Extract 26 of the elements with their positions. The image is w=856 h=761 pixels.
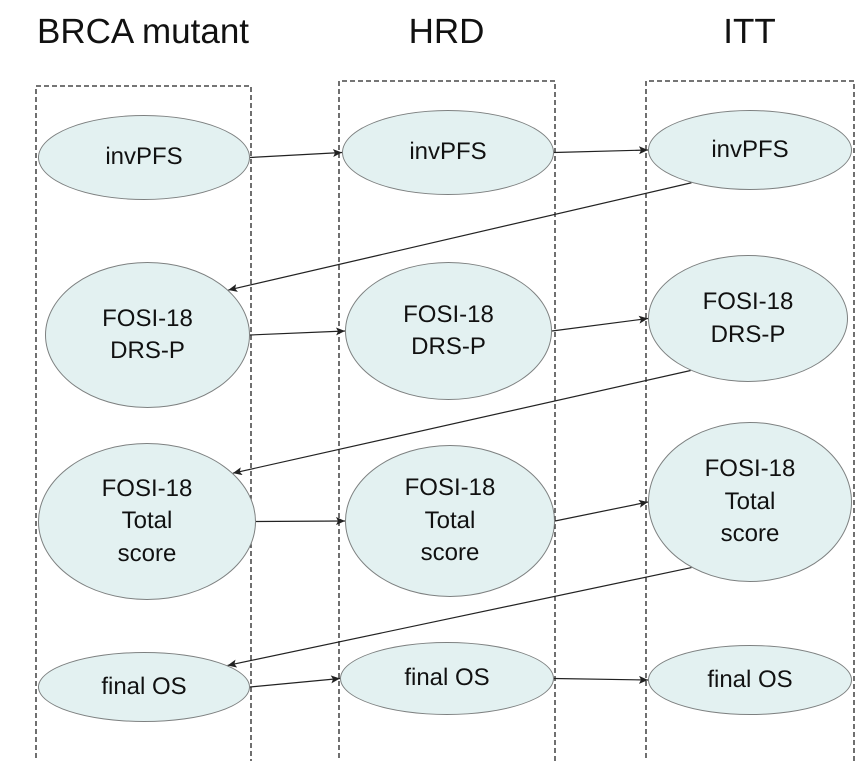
arrow xyxy=(554,500,648,522)
arrow xyxy=(554,146,648,154)
endpoint-ellipse: FOSI-18 DRS-P xyxy=(45,262,250,408)
arrow xyxy=(250,327,346,336)
endpoint-ellipse: FOSI-18 Total score xyxy=(345,445,555,597)
arrow xyxy=(552,316,648,332)
endpoint-ellipse: final OS xyxy=(648,645,852,715)
arrow xyxy=(250,675,340,688)
endpoint-ellipse: final OS xyxy=(38,652,250,722)
arrow xyxy=(250,149,342,158)
column-heading: HRD xyxy=(408,12,484,52)
arrow xyxy=(232,370,691,476)
endpoint-ellipse: FOSI-18 Total score xyxy=(648,422,852,582)
column-heading: ITT xyxy=(723,12,776,52)
endpoint-ellipse: invPFS xyxy=(648,110,852,190)
endpoint-ellipse: invPFS xyxy=(38,115,250,200)
arrow xyxy=(554,676,648,684)
endpoint-ellipse: FOSI-18 DRS-P xyxy=(345,262,552,400)
column-heading: BRCA mutant xyxy=(36,12,250,52)
endpoint-ellipse: FOSI-18 Total score xyxy=(38,443,256,600)
arrow xyxy=(256,517,345,526)
arrow xyxy=(228,182,692,292)
endpoint-ellipse: FOSI-18 DRS-P xyxy=(648,255,848,382)
endpoint-ellipse: invPFS xyxy=(342,110,554,195)
endpoint-ellipse: final OS xyxy=(340,642,554,715)
arrow xyxy=(227,566,692,668)
